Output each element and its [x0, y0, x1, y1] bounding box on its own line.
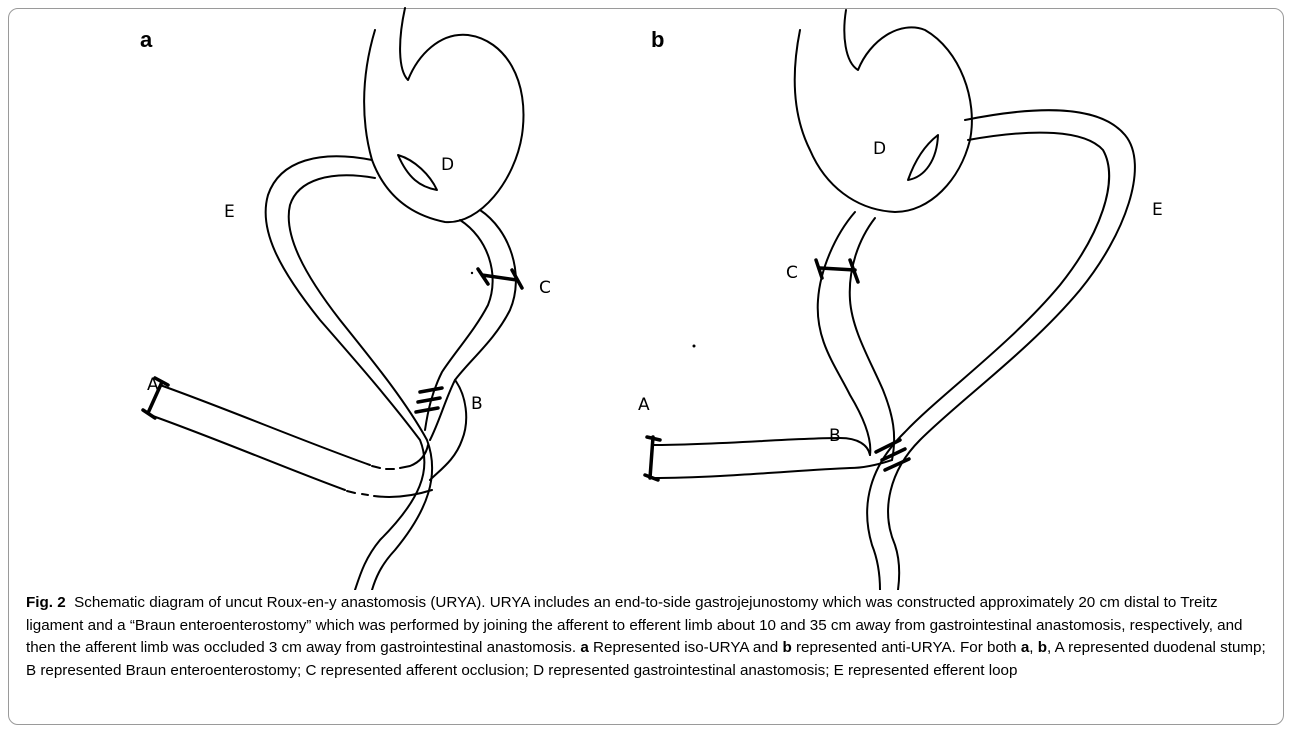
panel-b-stomach	[795, 10, 972, 212]
panel-a-duodenal-limb-lower	[150, 415, 345, 490]
panel-a-efferent-loop-inner	[289, 175, 432, 590]
panel-a-braun-hatch	[416, 388, 442, 412]
panel-b-duodenal-limb-lower	[652, 460, 892, 478]
panel-a-dashed-upper	[372, 445, 428, 469]
caption-text-3: represented anti-URYA. For both	[796, 639, 1017, 656]
panel-b-efferent-outer	[888, 110, 1135, 590]
panel-a-duodenal-limb-upper	[160, 385, 370, 465]
panel-a-label-E: E	[224, 202, 235, 222]
panel-b-label-B: B	[829, 426, 841, 446]
schematic-diagram: a A B C D E b A B C D E	[0, 0, 1296, 590]
panel-b-afferent-inner	[850, 218, 894, 460]
panel-b-label-C: C	[786, 263, 798, 283]
caption-ref-b-1: b	[782, 639, 791, 656]
panel-a-dashed-lower	[347, 490, 432, 497]
panel-a-anastomosis-opening	[398, 155, 437, 190]
panel-a-label-B: B	[471, 394, 483, 414]
panel-b-label-D: D	[873, 139, 886, 159]
panel-b-anastomosis-opening	[908, 135, 938, 180]
caption-ref-b-2: b	[1038, 639, 1047, 656]
panel-b-braun-hatch	[876, 440, 909, 470]
figure-caption: Fig. 2 Schematic diagram of uncut Roux-e…	[26, 592, 1271, 682]
panel-b-afferent-outer	[818, 212, 871, 455]
panel-b-efferent-inner	[867, 133, 1109, 590]
panel-b-occlusion	[816, 260, 858, 282]
caption-ref-a-1: a	[580, 639, 588, 656]
panel-b-letter: b	[651, 27, 664, 52]
panel-b-label-E: E	[1152, 200, 1163, 220]
caption-comma: ,	[1029, 639, 1033, 656]
panel-a-label-A: A	[147, 375, 159, 395]
panel-a-label-D: D	[441, 155, 454, 175]
panel-a-stomach	[364, 8, 523, 222]
figure-number: Fig. 2	[26, 594, 66, 611]
panel-b-diagram	[645, 10, 1135, 590]
caption-text-2: Represented iso-URYA and	[593, 639, 778, 656]
caption-ref-a-2: a	[1021, 639, 1029, 656]
panel-a-diagram	[143, 8, 523, 590]
panel-b-label-A: A	[638, 395, 650, 415]
panel-b-stump-closure	[645, 437, 660, 480]
panel-a-letter: a	[140, 27, 153, 52]
panel-a-label-C: C	[539, 278, 551, 298]
